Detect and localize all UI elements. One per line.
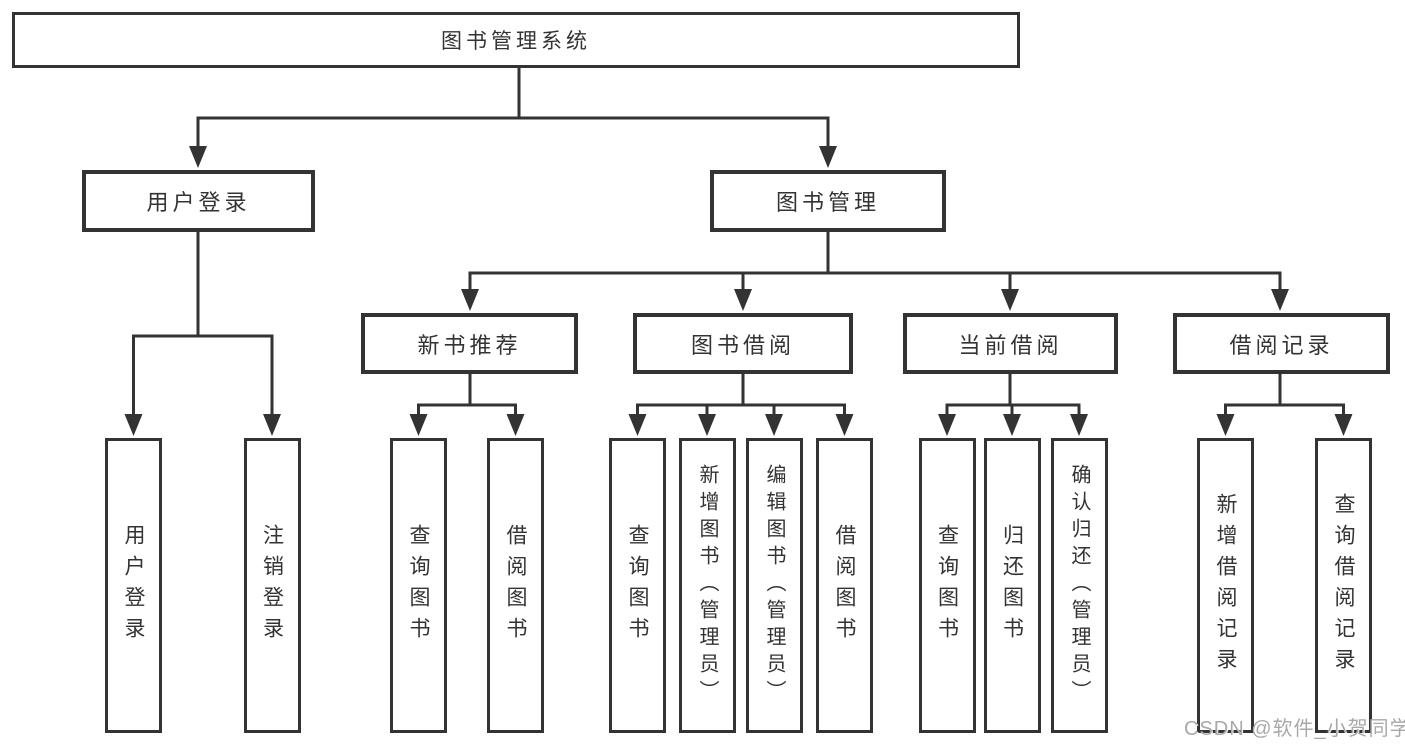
leaf-query-books-borrowing-label: 查询图书: [626, 523, 649, 648]
node-book-borrowing: 图书借阅: [633, 313, 853, 374]
node-new-book-recommendation-label: 新书推荐: [417, 332, 522, 358]
node-book-management-label: 图书管理: [775, 190, 880, 215]
leaf-confirm-return-admin: 确认归还（管理员）: [1050, 438, 1108, 733]
leaf-logout-label: 注销登录: [260, 523, 284, 648]
leaf-user-login-label: 用户登录: [122, 523, 145, 648]
node-book-management-system-label: 图书管理系统: [441, 30, 591, 53]
leaf-query-books-current-label: 查询图书: [935, 523, 959, 648]
leaf-return-books: 归还图书: [983, 438, 1041, 733]
leaf-query-books-current: 查询图书: [918, 438, 976, 733]
node-current-borrowing: 当前借阅: [903, 313, 1118, 374]
leaf-borrow-books: 借阅图书: [816, 438, 873, 733]
node-new-book-recommendation: 新书推荐: [361, 313, 578, 374]
leaf-query-books-borrowing: 查询图书: [609, 438, 666, 733]
node-book-management: 图书管理: [710, 170, 946, 232]
node-borrowing-records: 借阅记录: [1173, 313, 1390, 374]
node-borrowing-records-label: 借阅记录: [1229, 332, 1334, 358]
leaf-query-books-recommend-label: 查询图书: [407, 523, 430, 648]
leaf-return-books-label: 归还图书: [1000, 523, 1024, 648]
leaf-query-books-recommend: 查询图书: [390, 438, 447, 733]
leaf-logout: 注销登录: [243, 438, 301, 733]
node-book-management-system: 图书管理系统: [12, 12, 1020, 68]
node-user-login-label: 用户登录: [146, 190, 251, 215]
watermark: CSDN @软件_小贺同学: [1184, 718, 1405, 740]
leaf-borrow-books-recommend: 借阅图书: [487, 438, 544, 733]
leaf-confirm-return-admin-label: 确认归还（管理员）: [1068, 464, 1090, 707]
leaf-add-books-admin-label: 新增图书（管理员）: [696, 464, 718, 707]
leaf-edit-books-admin: 编辑图书（管理员）: [745, 438, 803, 733]
leaf-edit-books-admin-label: 编辑图书（管理员）: [763, 464, 785, 707]
leaf-add-borrow-record-label: 新增借阅记录: [1214, 492, 1237, 679]
leaf-user-login: 用户登录: [105, 438, 162, 733]
leaf-query-borrow-record-label: 查询借阅记录: [1332, 492, 1355, 679]
node-current-borrowing-label: 当前借阅: [958, 332, 1063, 358]
leaf-add-books-admin: 新增图书（管理员）: [678, 438, 736, 733]
leaf-borrow-books-label: 借阅图书: [833, 523, 856, 648]
leaf-add-borrow-record: 新增借阅记录: [1197, 438, 1254, 733]
node-book-borrowing-label: 图书借阅: [690, 332, 795, 358]
leaf-borrow-books-recommend-label: 借阅图书: [504, 523, 527, 648]
node-user-login: 用户登录: [82, 170, 315, 232]
leaf-query-borrow-record: 查询借阅记录: [1315, 438, 1372, 733]
